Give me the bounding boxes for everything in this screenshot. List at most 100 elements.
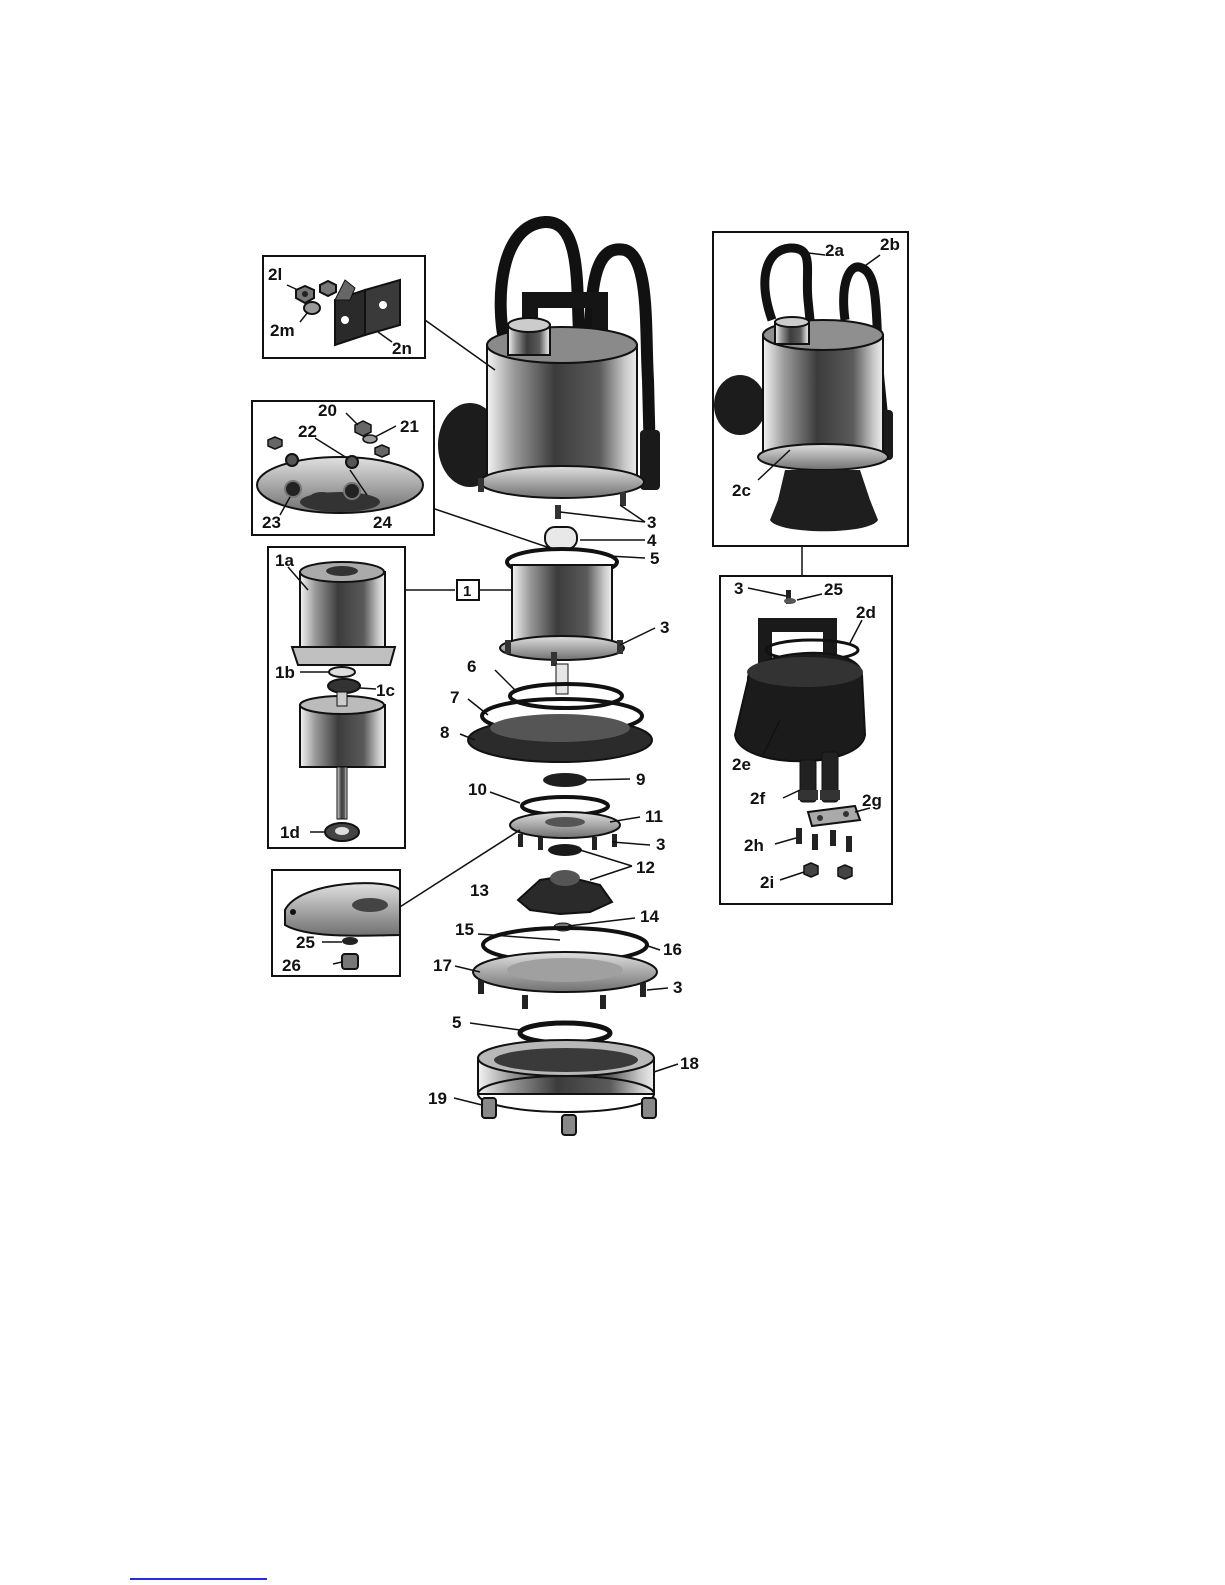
label-2m: 2m [270,321,295,340]
label-2h: 2h [744,836,764,855]
label-2d: 2d [856,603,876,622]
washer-2m [304,302,320,314]
label-5b: 5 [452,1013,461,1032]
screw-3c-3 [592,837,597,850]
pump-housing-8-top [490,714,630,742]
motor-shaft [556,664,568,694]
seal-plate-bolt-hole [290,909,296,915]
label-5a: 5 [650,549,659,568]
label-26: 26 [282,956,301,975]
screw-2h-3 [830,830,836,846]
label-2e: 2e [732,755,751,774]
base-ring-inner [494,1048,638,1072]
label-3a: 3 [647,513,656,532]
label-3b: 3 [660,618,669,637]
label-13: 13 [470,881,489,900]
grommet-24 [344,483,360,499]
screw-3c-4 [612,834,617,847]
pipe-2f-collar-2 [820,790,840,800]
screw-3d-3 [600,995,606,1009]
cover-2e-top [747,657,863,687]
nut-right [375,445,389,457]
shaft-seal-9 [543,773,587,787]
screw-3a-1 [478,478,484,492]
label-16: 16 [663,940,682,959]
label-19: 19 [428,1089,447,1108]
nut-2i-1 [804,863,818,877]
nut-left [268,437,282,449]
main-pump-assembly [438,222,660,1135]
screw-3c-1 [518,834,523,847]
outer-base [770,470,878,531]
footer-link-underline[interactable] [130,1578,267,1580]
washer-25b [784,598,796,604]
screw-3a-3 [620,492,626,506]
gasket-hole-2 [843,811,849,817]
foot-19-2 [562,1115,576,1135]
outer-spigot-top [775,317,809,327]
outlet-spigot-top [508,318,550,332]
label-3e: 3 [734,579,743,598]
capacitor [545,527,577,549]
label-2c: 2c [732,481,751,500]
hole-large [310,492,334,502]
label-2g: 2g [862,791,882,810]
label-3c: 3 [656,835,665,854]
label-21: 21 [400,417,419,436]
label-24: 24 [373,513,392,532]
washer-1b [329,667,355,677]
label-22: 22 [298,422,317,441]
motor-bottom [500,636,624,660]
screw-3d-2 [522,995,528,1009]
bearing-1c [328,679,360,693]
label-11: 11 [645,807,663,826]
label-1a: 1a [275,551,294,570]
label-18: 18 [680,1054,699,1073]
impeller-hub [550,870,580,886]
label-8: 8 [440,723,449,742]
label-1d: 1d [280,823,300,842]
nut-extra [320,281,336,296]
stator-bore [326,566,358,576]
nut-2i-2 [838,865,852,879]
label-2a: 2a [825,241,844,260]
washer-21 [363,435,377,443]
foot-19-3 [642,1098,656,1118]
pipe-2f-collar-1 [798,790,818,800]
label-4: 4 [647,531,657,550]
label-2f: 2f [750,789,765,808]
label-3d: 3 [673,978,682,997]
label-6: 6 [467,657,476,676]
label-9: 9 [636,770,645,789]
volute-cover-inner [507,958,623,982]
screw-3d-1 [478,980,484,994]
foot-19-1 [482,1098,496,1118]
label-23: 23 [262,513,281,532]
stator-1a [300,572,385,647]
screw-2h-4 [846,836,852,852]
screw-3b-1 [505,640,511,654]
seal-plate-hole [545,817,585,827]
label-2n: 2n [392,339,412,358]
motor-stator [512,565,612,645]
screw-2h-1 [796,828,802,844]
gasket-hole-1 [817,815,823,821]
nut-2l-hole [302,291,308,297]
plug-26 [342,954,358,969]
mechanical-seal-12 [548,844,582,856]
label-15: 15 [455,920,474,939]
label-25b: 25 [824,580,843,599]
label-2l: 2l [268,265,282,284]
grommet-23 [285,481,301,497]
float-switch-2 [714,375,766,435]
label-1-box: 1 [463,583,471,600]
rotor-shaft [337,767,347,819]
bracket-hole [379,301,387,309]
label-25a: 25 [296,933,315,952]
rotor-shaft-top [337,692,347,706]
label-20: 20 [318,401,337,420]
label-2i: 2i [760,873,774,892]
label-1b: 1b [275,663,295,682]
label-7: 7 [450,688,459,707]
housing-bottom [480,466,644,498]
